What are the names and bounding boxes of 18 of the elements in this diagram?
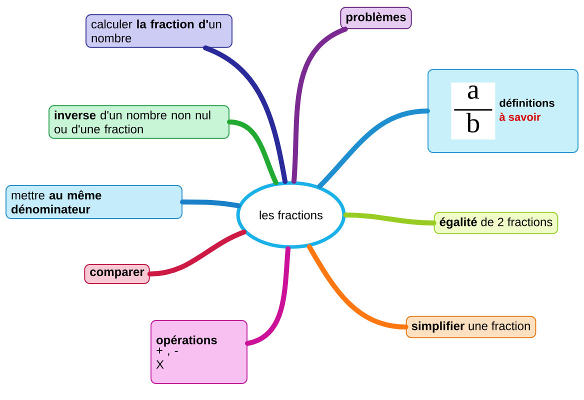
topic-box: égalité de 2 fractions bbox=[434, 212, 558, 234]
topic-box: opérations + , - X bbox=[150, 320, 248, 384]
branch-line bbox=[291, 26, 348, 184]
branch-line bbox=[180, 200, 241, 208]
topic-box: comparer bbox=[84, 264, 150, 284]
topic-box: mettre au même dénominateur bbox=[6, 184, 182, 220]
branch-line bbox=[147, 230, 246, 276]
topic-box: a b définitions à savoir bbox=[428, 69, 578, 153]
branch-line bbox=[317, 108, 430, 189]
topic-box: problèmes bbox=[340, 6, 412, 30]
branch-line bbox=[306, 244, 408, 330]
branch-line bbox=[202, 45, 288, 184]
topic-box: calculer la fraction d'un nombre bbox=[86, 14, 232, 48]
branch-line bbox=[343, 212, 436, 226]
topic-box: inverse d'un nombre non nul ou d'une fraction bbox=[48, 105, 230, 139]
topic-box: simplifier une fraction bbox=[406, 316, 536, 338]
branch-line bbox=[245, 246, 291, 346]
branch-line bbox=[227, 120, 278, 186]
